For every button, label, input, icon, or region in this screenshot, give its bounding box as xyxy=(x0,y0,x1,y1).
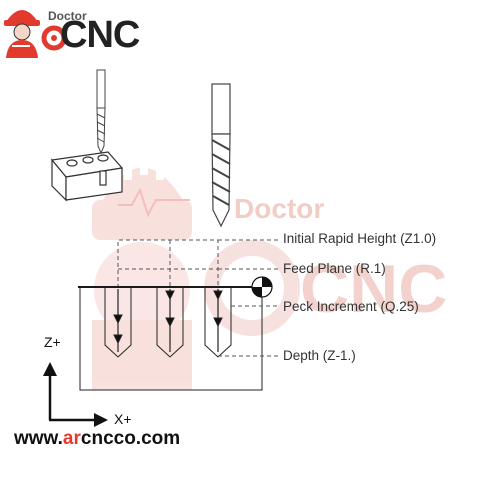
depth-label: Depth (Z-1.) xyxy=(283,348,356,363)
peck-increment-label: Peck Increment (Q.25) xyxy=(283,299,419,314)
workpiece-section xyxy=(79,286,263,391)
initial-rapid-height-label: Initial Rapid Height (Z1.0) xyxy=(283,231,437,246)
watermark-cnc-text: CNC xyxy=(300,251,447,327)
logo-cnc-text: CNC xyxy=(60,14,140,56)
z-axis-label: Z+ xyxy=(44,334,61,350)
logo-gear-icon xyxy=(41,25,67,51)
x-axis-label: X+ xyxy=(114,411,132,427)
website-url[interactable]: www.arcncco.com xyxy=(14,428,180,450)
feed-plane-label: Feed Plane (R.1) xyxy=(283,261,386,276)
large-drill-bit-icon xyxy=(211,83,231,228)
drilled-hole-3 xyxy=(204,287,232,358)
watermark-doctor-text: Doctor xyxy=(234,193,324,224)
workpiece-block-icon xyxy=(50,151,124,202)
small-drill-bit-icon xyxy=(96,69,106,155)
initial-rapid-height-path xyxy=(117,239,219,288)
x-axis-arrow xyxy=(49,413,108,427)
drilled-hole-1 xyxy=(104,287,132,358)
logo-doctor-text: Doctor xyxy=(48,9,87,23)
drilled-hole-2 xyxy=(156,287,184,358)
website-prefix: www. xyxy=(14,428,63,449)
website-suffix: cncco.com xyxy=(80,428,181,449)
logo-mascot-icon xyxy=(4,10,40,58)
datum-symbol-icon xyxy=(251,276,273,298)
z-axis-arrow xyxy=(43,362,57,420)
website-accent: ar xyxy=(62,428,81,449)
